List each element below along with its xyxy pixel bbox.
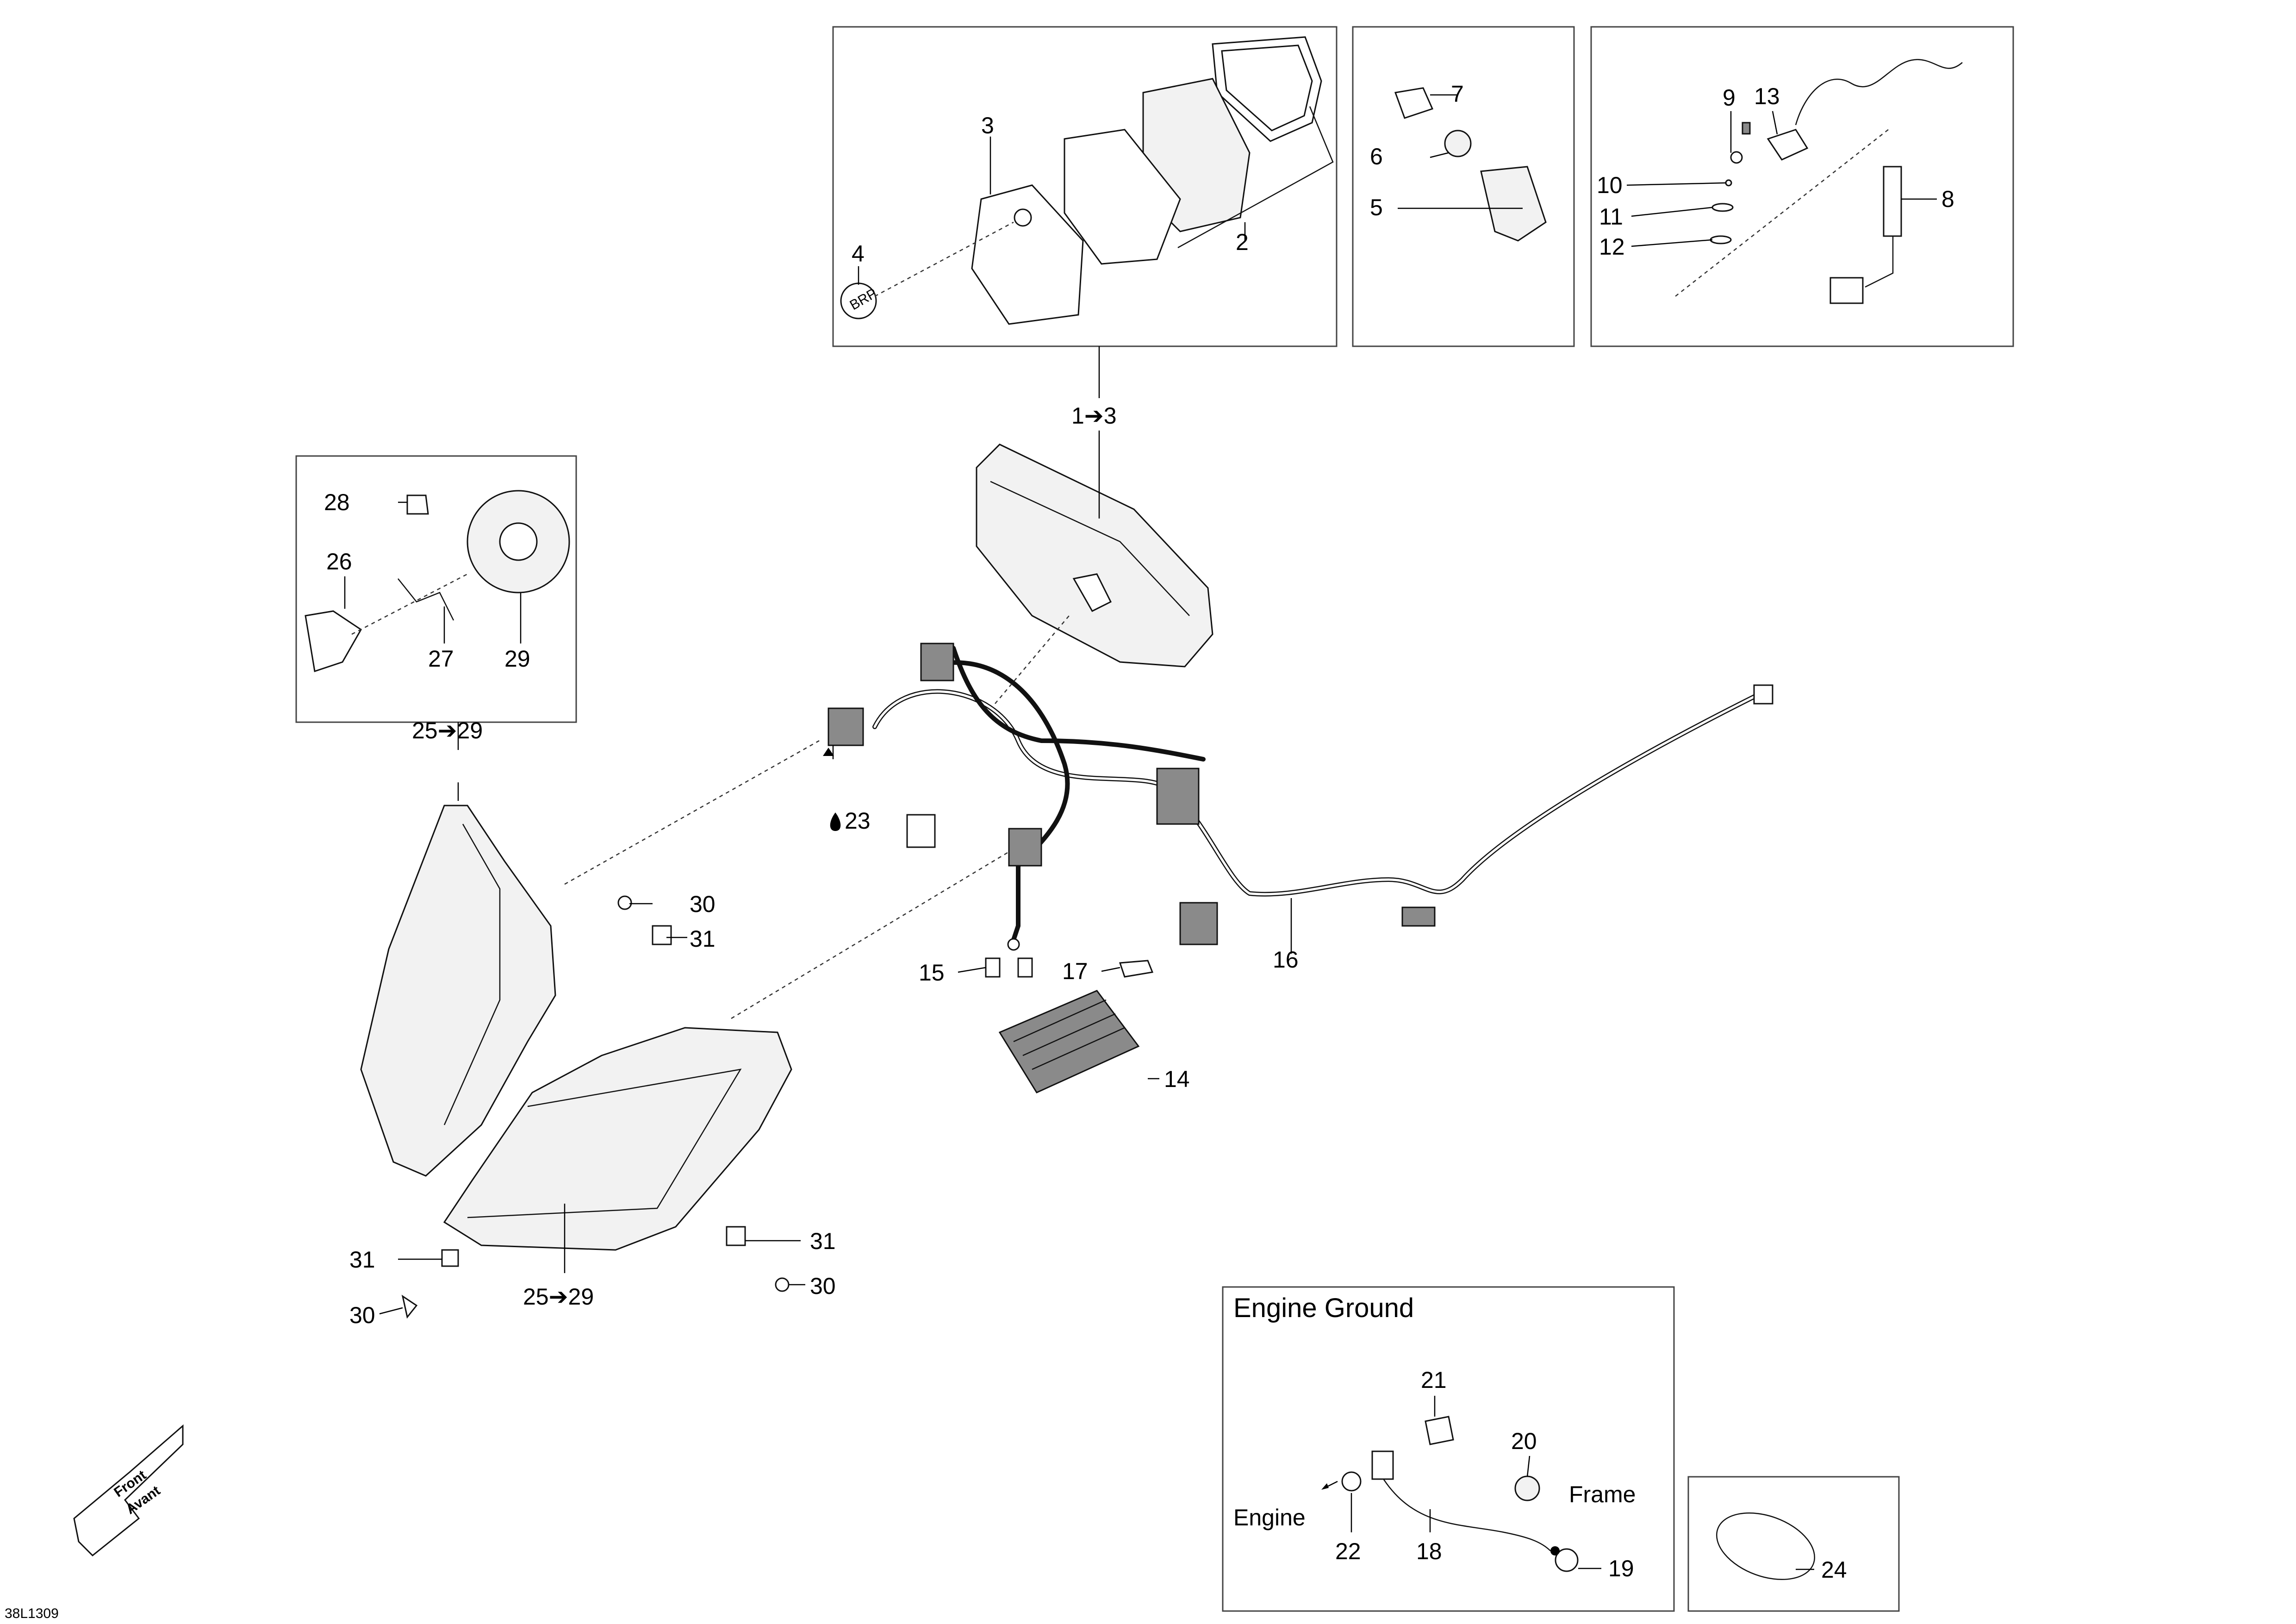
label-p11: 11 <box>1599 204 1623 230</box>
right-headlight <box>443 1027 792 1251</box>
left-headlight <box>360 805 556 1177</box>
label-p2: 2 <box>1236 229 1249 255</box>
label-p17: 17 <box>1062 958 1088 984</box>
label-p31-left: 31 <box>349 1247 375 1273</box>
label-p13: 13 <box>1754 83 1780 109</box>
label-p25to29-top: 25➔29 <box>412 718 483 743</box>
brp-emblem: BRP <box>840 282 880 319</box>
label-p4: 4 <box>852 241 865 267</box>
frame-label: Frame <box>1569 1481 1636 1507</box>
sensor-parts <box>1675 59 1963 304</box>
engine-ground-parts <box>1341 1416 1579 1572</box>
label-p6: 6 <box>1370 144 1383 169</box>
label-p31-mid: 31 <box>690 926 716 952</box>
label-p10: 10 <box>1597 172 1623 198</box>
label-p28: 28 <box>324 489 350 515</box>
bulb-inset-box <box>295 455 577 723</box>
strap-inset-box <box>1687 1476 1900 1612</box>
label-p8: 8 <box>1941 186 1954 212</box>
label-p1to3: 1➔3 <box>1071 403 1117 429</box>
gauge-exploded-parts <box>971 36 1334 325</box>
engine-label: Engine <box>1233 1505 1306 1530</box>
label-p3-top: 3 <box>981 112 994 138</box>
label-p26: 26 <box>326 549 352 575</box>
label-p14: 14 <box>1164 1066 1190 1092</box>
label-p19: 19 <box>1608 1555 1634 1581</box>
sensor-inset-box <box>1590 26 2014 347</box>
label-p18: 18 <box>1416 1538 1442 1564</box>
strap-24 <box>1716 1512 1815 1580</box>
bulb-parts <box>305 490 570 672</box>
label-p7: 7 <box>1451 81 1464 107</box>
voltage-regulator <box>998 990 1140 1093</box>
label-p22: 22 <box>1335 1538 1361 1564</box>
label-p20: 20 <box>1511 1428 1537 1454</box>
engine-ground-title: Engine Ground <box>1233 1293 1414 1323</box>
label-p27: 27 <box>428 646 454 672</box>
wiring-harness <box>828 643 1773 951</box>
label-p30-left: 30 <box>349 1302 375 1328</box>
label-p30-right: 30 <box>810 1273 836 1299</box>
label-p5: 5 <box>1370 194 1383 220</box>
front-arrow: Front Avant <box>73 1424 184 1557</box>
label-p29-inset: 29 <box>504 646 530 672</box>
label-p12: 12 <box>1599 234 1625 260</box>
label-p21: 21 <box>1421 1367 1447 1393</box>
label-p30-mid: 30 <box>690 891 716 917</box>
label-p24: 24 <box>1821 1557 1847 1583</box>
label-p9: 9 <box>1723 85 1736 111</box>
label-p25to29-bottom: 25➔29 <box>523 1284 594 1310</box>
drawing-id: 38L1309 <box>5 1606 59 1621</box>
socket-parts <box>1394 87 1547 242</box>
label-p15: 15 <box>919 960 945 986</box>
label-p23: 23 <box>845 808 871 834</box>
socket-inset-box <box>1352 26 1575 347</box>
callout-labels: 3 4 2 7 6 5 9 13 10 8 11 12 1➔3 28 26 27… <box>5 81 1954 1621</box>
leader-lines <box>344 94 1937 1570</box>
engine-ground-inset <box>1222 1286 1675 1612</box>
grease-drop-icon <box>830 812 841 831</box>
label-p31-right: 31 <box>810 1228 836 1254</box>
gauge-inset-box <box>832 26 1338 347</box>
gauge-assembly <box>976 443 1213 668</box>
label-p16: 16 <box>1273 947 1299 973</box>
